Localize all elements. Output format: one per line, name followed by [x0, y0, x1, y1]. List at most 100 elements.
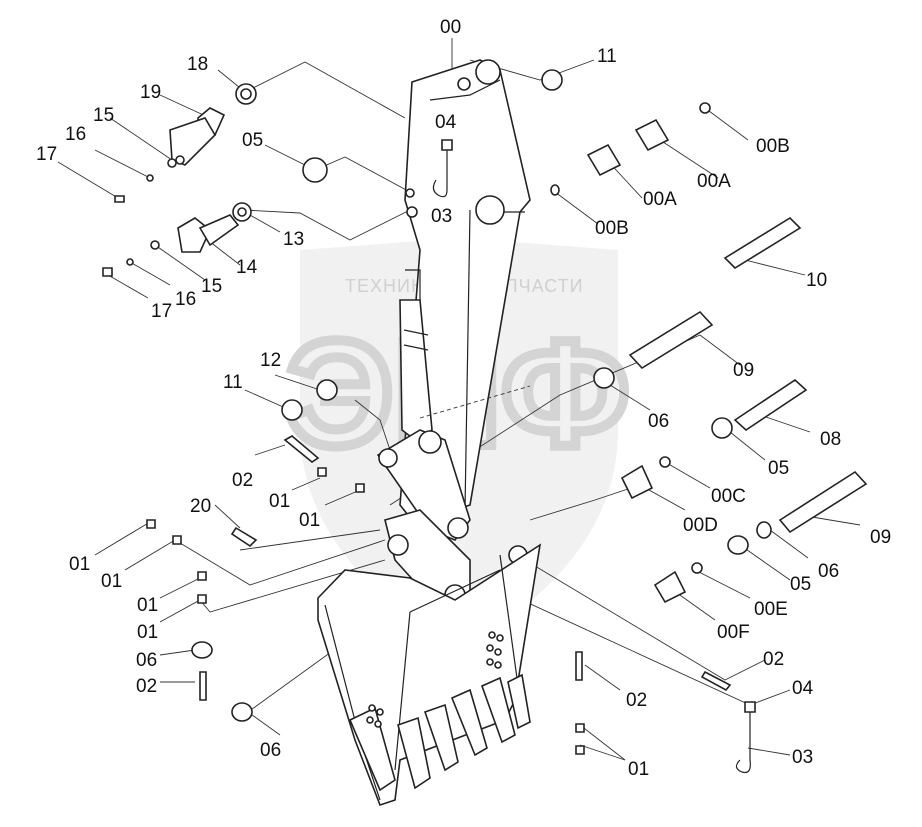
callout-16-mid: 16	[175, 289, 196, 310]
nut-01d	[172, 535, 182, 545]
callout-06-left: 06	[136, 650, 157, 671]
hook-03b	[735, 712, 751, 774]
bucket-teeth	[348, 673, 531, 792]
callout-05-top: 05	[242, 130, 263, 151]
washer-06a	[593, 367, 615, 389]
callout-01-e: 01	[137, 595, 158, 616]
pin-10	[723, 216, 802, 270]
bolt-04b	[744, 701, 756, 713]
callout-20: 20	[190, 496, 211, 517]
plate-19	[169, 117, 217, 166]
pin-14	[198, 214, 240, 247]
pin-02d	[700, 670, 732, 692]
nut-01b	[355, 483, 365, 493]
callout-11-mid: 11	[223, 372, 243, 393]
washer-06d	[231, 702, 253, 722]
callout-00E: 00E	[754, 599, 788, 620]
callout-00A-1: 00A	[697, 171, 731, 192]
bushing-00A2	[586, 143, 622, 177]
nut-01e	[197, 571, 207, 581]
nut-01f	[197, 594, 207, 604]
callout-11-top: 11	[597, 46, 617, 67]
hook-03a	[432, 150, 448, 198]
callout-02-left: 02	[232, 470, 253, 491]
callout-03-bottom: 03	[792, 747, 813, 768]
callout-labels: 00 11 18 19 15 16 17 05 04 03 13 14 15 1…	[36, 17, 891, 780]
bucket-linkage	[376, 429, 528, 611]
callout-00B-top: 00B	[756, 136, 790, 157]
callout-18: 18	[187, 54, 208, 75]
callout-14: 14	[236, 257, 258, 278]
loose-parts	[102, 69, 868, 774]
callout-00: 00	[440, 17, 461, 38]
callout-09-low: 09	[870, 527, 891, 548]
bucket-bolts	[366, 631, 504, 728]
callout-01-d: 01	[101, 571, 122, 592]
oring-00C	[659, 456, 671, 468]
arm-mid-pin-boss	[475, 195, 505, 225]
callout-06-right: 06	[818, 561, 839, 582]
callout-03-top: 03	[431, 206, 452, 227]
washer-15b	[150, 240, 160, 250]
callout-15-top: 15	[93, 105, 114, 126]
pin-02a	[283, 435, 320, 463]
nut-01c	[146, 519, 156, 529]
callout-01-b: 01	[299, 510, 320, 531]
callout-00B-mid: 00B	[595, 218, 629, 239]
callout-17-mid: 17	[151, 301, 172, 322]
washer-06b	[756, 521, 772, 539]
pin-09b	[778, 470, 868, 534]
callout-02-bottom: 02	[626, 690, 647, 711]
chain-20	[230, 526, 258, 548]
callout-19: 19	[140, 82, 161, 103]
bolt-17a	[114, 195, 125, 203]
callout-09-top: 09	[733, 360, 754, 381]
shim-05c	[727, 535, 749, 555]
callout-01-bottom: 01	[628, 759, 649, 780]
callout-13: 13	[283, 229, 304, 250]
arm-top-pin-boss	[475, 59, 501, 85]
washer-16b	[126, 258, 134, 266]
washer-16a	[146, 174, 154, 182]
oring-00B2	[550, 184, 560, 196]
pin-09a	[628, 310, 714, 370]
washer-06c	[191, 641, 213, 659]
nut-01a	[317, 467, 327, 477]
callout-16-top: 16	[65, 124, 86, 145]
callout-01-a: 01	[269, 491, 290, 512]
callout-00A-2: 00A	[643, 189, 677, 210]
callout-00F: 00F	[717, 622, 750, 643]
callout-15-mid: 15	[201, 276, 222, 297]
callout-02-right: 02	[763, 649, 784, 670]
bushing-00D	[620, 464, 654, 500]
washer-15a	[167, 158, 177, 168]
oring-00E	[691, 562, 703, 574]
pin-08	[733, 378, 808, 432]
bolt-17b	[102, 267, 113, 277]
shim-05b	[711, 417, 733, 439]
callout-02-leftlow: 02	[136, 676, 157, 697]
washer-11b	[281, 399, 303, 421]
shim-05a	[302, 157, 328, 183]
callout-05-mid: 05	[768, 458, 789, 479]
callout-12: 12	[260, 350, 281, 371]
callout-05-low: 05	[790, 574, 811, 595]
callout-06-mid: 06	[648, 411, 669, 432]
nut-01g	[575, 723, 585, 733]
callout-01-f: 01	[137, 622, 158, 643]
callout-00C: 00C	[711, 486, 746, 507]
oring-00B1	[699, 102, 711, 114]
washer-12	[316, 379, 338, 401]
bolt-04a	[441, 139, 453, 151]
callout-08: 08	[820, 429, 841, 450]
bushing-00F	[653, 570, 687, 604]
watermark-left-text: ТЕХНИКА	[345, 276, 435, 296]
bushing-00A1	[634, 118, 670, 152]
callout-00D: 00D	[683, 515, 718, 536]
washer-11a	[541, 69, 563, 91]
pin-02b	[199, 671, 207, 701]
callout-01-c: 01	[69, 554, 90, 575]
callout-17-top: 17	[36, 144, 57, 165]
callout-04-low: 04	[792, 678, 814, 699]
